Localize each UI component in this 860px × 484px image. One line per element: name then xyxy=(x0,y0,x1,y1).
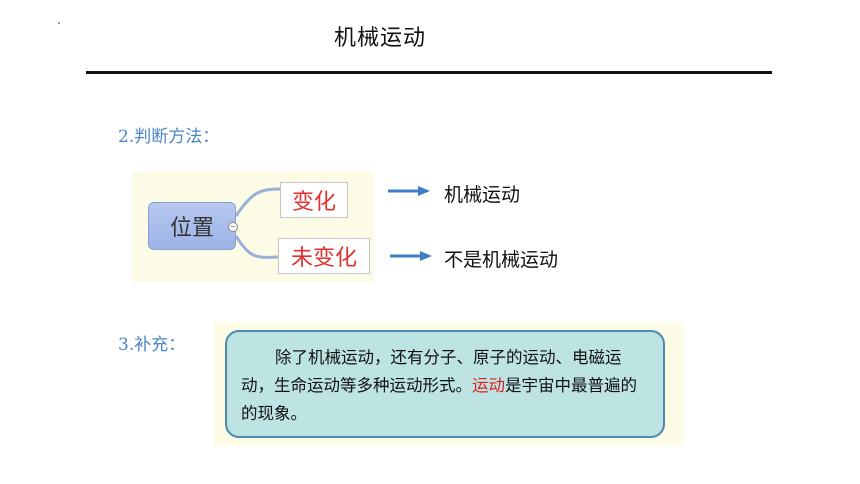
mindmap-root-position: 位置 xyxy=(148,202,236,250)
title-underline xyxy=(86,71,772,74)
collapse-icon[interactable]: − xyxy=(228,222,238,232)
supplement-box: 除了机械运动，还有分子、原子的运动、电磁运动，生命运动等多种运动形式。运动是宇宙… xyxy=(225,330,665,438)
result-mechanical-motion: 机械运动 xyxy=(444,184,521,206)
arrow-right-icon xyxy=(388,186,430,196)
page-title: 机械运动 xyxy=(334,26,427,51)
supplement-text-end: 是宇宙中最普遍的的现象。 xyxy=(241,376,637,423)
result-not-mechanical-motion: 不是机械运动 xyxy=(444,249,559,271)
decorative-dot xyxy=(58,22,60,24)
branch-changed: 变化 xyxy=(280,182,348,218)
section-supplement: 3.补充： xyxy=(118,335,186,355)
branch-unchanged: 未变化 xyxy=(278,238,370,274)
supplement-text: 除了机械运动，还有分子、原子的运动、电磁运动，生命运动等多种运动形式。 xyxy=(241,348,622,395)
mindmap-connectors xyxy=(234,187,281,259)
section-judgment-method: 2.判断方法： xyxy=(118,127,220,147)
supplement-highlight: 运动 xyxy=(472,376,505,395)
mindmap: 位置 − 变化 未变化 xyxy=(132,172,374,282)
arrow-right-icon xyxy=(390,251,432,261)
